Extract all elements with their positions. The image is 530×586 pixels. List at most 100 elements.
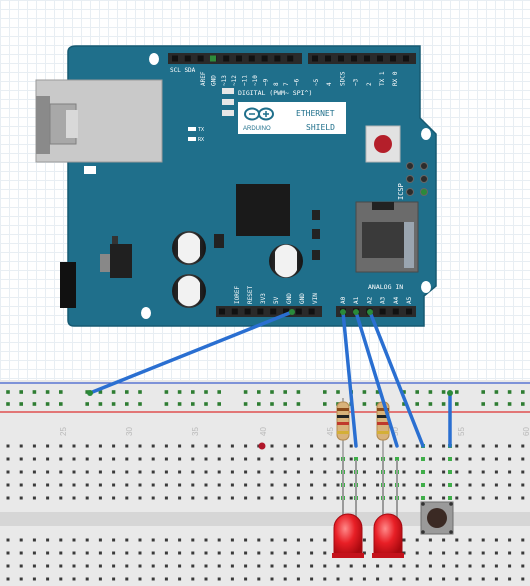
power-pin-label-4: GND (286, 293, 293, 304)
breadboard-hole (494, 444, 498, 448)
header-pin (364, 55, 370, 62)
breadboard-hole (59, 444, 63, 448)
breadboard-hole (46, 577, 50, 581)
breadboard-hole (296, 564, 300, 568)
connected-hole (354, 457, 358, 461)
breadboard-hole (389, 564, 393, 568)
breadboard-hole (362, 483, 366, 487)
breadboard-hole (521, 564, 525, 568)
rail-hole (428, 402, 433, 406)
breadboard-hole (178, 496, 182, 500)
breadboard-hole (402, 564, 406, 568)
sd-card-slot (355, 201, 419, 273)
digital-pin-label-9: ~6 (294, 78, 301, 86)
breadboard-hole (125, 551, 129, 555)
rail-hole (428, 390, 433, 394)
breadboard-hole (164, 496, 168, 500)
breadboard-hole (336, 496, 340, 500)
rail-hole (336, 390, 340, 394)
rail-hole (85, 402, 89, 406)
breadboard-hole (283, 538, 287, 542)
breadboard-hole (178, 444, 182, 448)
breadboard-hole (310, 538, 314, 542)
rail-hole (481, 390, 485, 394)
breadboard-hole (323, 538, 327, 542)
breadboard-hole (494, 551, 498, 555)
rail-hole (521, 402, 525, 406)
breadboard-hole (521, 551, 525, 555)
rail-hole (507, 390, 512, 394)
header-pin (379, 308, 386, 315)
rail-hole (177, 402, 182, 406)
breadboard-hole (244, 444, 248, 448)
breadboard-hole (296, 538, 300, 542)
breadboard-hole (257, 577, 261, 581)
breadboard-hole (310, 470, 314, 474)
wire-end (367, 309, 373, 315)
breadboard-hole (349, 483, 353, 487)
breadboard-hole (323, 564, 327, 568)
breadboard-hole (283, 551, 287, 555)
breadboard-hole (151, 496, 155, 500)
rail-hole (98, 402, 103, 406)
rail-hole (494, 390, 499, 394)
breadboard-hole (270, 564, 274, 568)
connected-hole (448, 470, 452, 474)
rail-hole (45, 402, 50, 406)
voltage-regulator (100, 236, 132, 278)
header-pin (261, 55, 268, 62)
rail-hole (362, 390, 367, 394)
rail-hole (6, 402, 10, 406)
breadboard-hole (468, 444, 472, 448)
mount-hole (421, 128, 431, 140)
breadboard-hole (428, 483, 432, 487)
breadboard-hole (217, 538, 221, 542)
rail-hole (270, 402, 274, 406)
breadboard-hole (125, 483, 129, 487)
breadboard-hole (191, 551, 195, 555)
label-scl-sda: SCL SDA (170, 67, 196, 74)
breadboard-hole (376, 577, 380, 581)
breadboard-hole (521, 470, 525, 474)
breadboard-hole (6, 538, 10, 542)
breadboard-hole (508, 457, 512, 461)
breadboard-hole (257, 483, 261, 487)
wire-end (340, 309, 346, 315)
breadboard-hole (6, 564, 10, 568)
rail-hole (19, 390, 23, 394)
breadboard-hole (362, 496, 366, 500)
breadboard-hole (508, 470, 512, 474)
breadboard-hole (521, 577, 525, 581)
ethernet-controller-chip (236, 184, 290, 236)
breadboard-hole (468, 577, 472, 581)
breadboard-hole (244, 496, 248, 500)
breadboard-hole (230, 564, 234, 568)
breadboard-hole (323, 551, 327, 555)
rail-hole (494, 402, 499, 406)
breadboard-hole (138, 564, 142, 568)
breadboard-hole (125, 564, 129, 568)
breadboard-hole (296, 551, 300, 555)
breadboard-hole (138, 496, 142, 500)
breadboard-hole (138, 444, 142, 448)
header-pin (377, 55, 383, 62)
rail-hole (521, 390, 525, 394)
breadboard-hole (46, 470, 50, 474)
breadboard-hole (376, 496, 380, 500)
breadboard-hole (442, 483, 446, 487)
power-pin-label-3: 5V (273, 296, 280, 304)
rail-hole (164, 390, 169, 394)
rail-hole (323, 402, 327, 406)
rail-hole (98, 390, 103, 394)
breadboard-hole (98, 483, 102, 487)
breadboard-hole (508, 483, 512, 487)
breadboard-hole (125, 496, 129, 500)
breadboard-hole (85, 457, 89, 461)
breadboard-hole (442, 470, 446, 474)
breadboard-hole (32, 483, 36, 487)
breadboard-hole (494, 483, 498, 487)
analog-pin-label-0: A0 (340, 296, 347, 304)
logo-subtitle: SHIELD (306, 123, 335, 132)
breadboard-hole (468, 483, 472, 487)
breadboard-hole (508, 538, 512, 542)
